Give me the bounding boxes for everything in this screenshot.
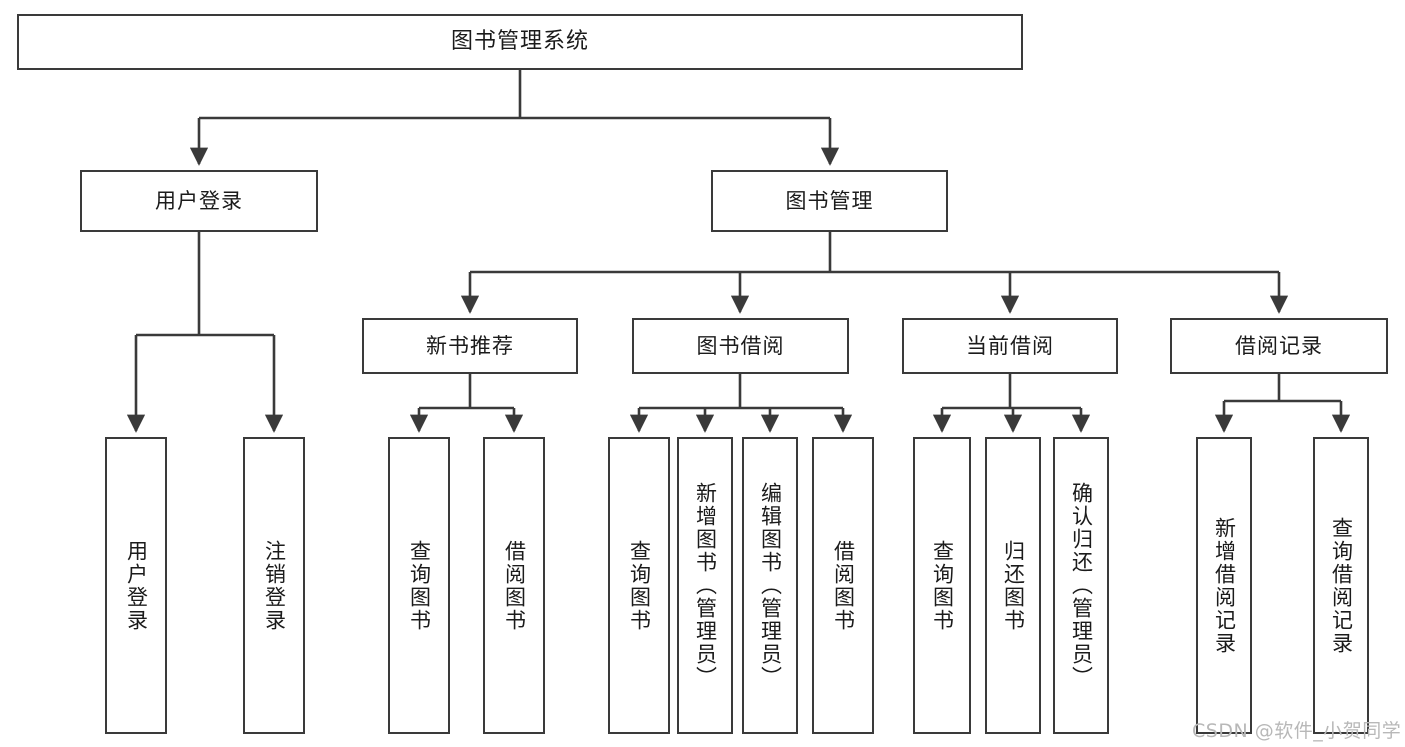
node-leaf-add-record[interactable]: 新增借阅记录 [1196,437,1252,734]
node-leaf-borrow-book-1[interactable]: 借阅图书 [483,437,545,734]
node-leaf-query-book-1-label: 查询图书 [407,539,432,632]
node-leaf-query-book-2-label: 查询图书 [627,539,652,632]
watermark-text: CSDN @软件_小贺同学 [1192,720,1402,742]
node-leaf-edit-book-label: 编辑图书（管理员） [758,482,783,689]
node-book-borrow[interactable]: 图书借阅 [632,318,849,374]
node-leaf-add-record-label: 新增借阅记录 [1212,516,1237,655]
node-leaf-user-logout-label: 注销登录 [262,539,287,632]
node-borrow-record[interactable]: 借阅记录 [1170,318,1388,374]
node-leaf-borrow-book-2[interactable]: 借阅图书 [812,437,874,734]
watermark: CSDN @软件_小贺同学 [1192,716,1401,743]
node-borrow-record-label: 借阅记录 [1235,333,1323,358]
node-leaf-query-record[interactable]: 查询借阅记录 [1313,437,1369,734]
node-book-borrow-label: 图书借阅 [696,333,785,358]
node-new-book-rec[interactable]: 新书推荐 [362,318,578,374]
node-leaf-return-book[interactable]: 归还图书 [985,437,1041,734]
node-root[interactable]: 图书管理系统 [17,14,1023,70]
node-root-label: 图书管理系统 [450,29,589,55]
node-user-login-label: 用户登录 [155,188,243,213]
node-leaf-user-logout[interactable]: 注销登录 [243,437,305,734]
node-leaf-borrow-book-1-label: 借阅图书 [502,539,527,632]
node-book-manage-label: 图书管理 [785,188,874,213]
node-leaf-query-book-2[interactable]: 查询图书 [608,437,670,734]
node-leaf-borrow-book-2-label: 借阅图书 [831,539,856,632]
node-leaf-query-book-3-label: 查询图书 [930,539,955,632]
node-leaf-confirm-return[interactable]: 确认归还（管理员） [1053,437,1109,734]
node-leaf-user-login-label: 用户登录 [124,539,149,632]
node-leaf-query-record-label: 查询借阅记录 [1329,516,1354,655]
node-current-borrow[interactable]: 当前借阅 [902,318,1118,374]
node-current-borrow-label: 当前借阅 [966,333,1054,358]
node-leaf-add-book-label: 新增图书（管理员） [693,482,718,689]
node-new-book-rec-label: 新书推荐 [426,333,514,358]
node-user-login[interactable]: 用户登录 [80,170,318,232]
node-book-manage[interactable]: 图书管理 [711,170,948,232]
node-leaf-add-book[interactable]: 新增图书（管理员） [677,437,733,734]
node-leaf-edit-book[interactable]: 编辑图书（管理员） [742,437,798,734]
node-leaf-query-book-3[interactable]: 查询图书 [913,437,971,734]
node-leaf-query-book-1[interactable]: 查询图书 [388,437,450,734]
node-leaf-confirm-return-label: 确认归还（管理员） [1069,482,1094,689]
node-leaf-return-book-label: 归还图书 [1001,539,1026,632]
node-leaf-user-login[interactable]: 用户登录 [105,437,167,734]
